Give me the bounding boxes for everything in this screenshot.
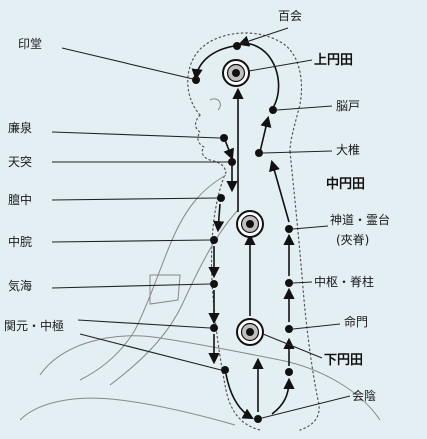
label-lianquan: 廉泉 [8,120,32,135]
head-arc-flow [237,35,280,109]
head-outline [187,32,303,153]
label-mingmen: 命門 [344,314,368,329]
front-down-2 [213,203,225,233]
zhongwan-leader [51,239,211,243]
lower-back-dot [285,368,293,376]
middle-dantian-ring [236,210,264,238]
zhongwan-dot [210,236,218,244]
shendao-leader [292,225,329,230]
lianquan-dot [220,134,228,142]
label-middle-dantian: 中円田 [326,176,365,192]
label-jiaji: (夾脊) [336,233,369,247]
point-labels: 百会 印堂 上円田 脳戸 廉泉 大椎 天突 中円田 膻中 神道・霊台 (夾脊) … [4,9,390,403]
leg-outline [19,397,236,426]
arm-outline [79,174,227,381]
face-outline [194,114,227,173]
guanyuan-leader [77,319,211,329]
naohu-leader [276,105,333,111]
label-baihui: 百会 [278,9,302,23]
label-danzhong: 膻中 [8,192,32,207]
huiyin-leader [261,395,351,419]
lower-dantian-ring [236,318,264,346]
head-front-flow [191,45,235,81]
zhongshu-leader [292,281,313,284]
danzhong-dot [217,194,225,202]
danzhong-leader [51,197,218,201]
label-qihai: 気海 [8,278,32,293]
lianquan-leader [51,131,221,139]
label-shendao-lingtai: 神道・霊台 [330,212,390,227]
thigh-outline [39,335,381,421]
zhongshu-dot [285,279,293,287]
label-lower-dantian: 下円田 [324,353,363,368]
guanyuan-dot [210,324,218,332]
label-huiyin: 会陰 [352,389,376,403]
body-silhouette [19,32,381,431]
naohu-dot [269,106,277,114]
huiyin-dot [254,415,262,423]
back-up-5 [269,159,290,223]
arm-inner [109,209,239,386]
ear-line [209,98,221,111]
front-to-huiyin [225,373,254,420]
label-yintang: 印堂 [18,37,42,51]
label-upper-dantian: 上円田 [314,53,353,68]
baihui-dot [233,42,241,50]
upper-dantian-ring [222,59,250,87]
acupoint-dots [192,42,293,423]
zhongji-dot [221,366,229,374]
nape-flow [259,115,272,153]
shendao-dot [285,225,293,233]
label-zhongwan: 中脘 [8,234,32,249]
mingmen-leader [292,323,341,330]
orbit-flow [191,35,295,420]
yintang-leader [61,47,194,80]
label-naohu: 脳戸 [336,99,360,113]
qihai-dot [210,280,218,288]
upper-dantian-leader [248,59,313,72]
label-zhongshu-jizhu: 中枢・脊柱 [314,274,374,289]
label-guanyuan-zhongji: 関元・中極 [4,318,64,333]
label-tiantu: 天突 [8,154,32,169]
leader-lines [51,27,351,419]
back-outline [289,151,320,431]
dazhui-dot [255,149,263,157]
label-dazhui: 大椎 [336,142,360,157]
mingmen-dot [285,325,293,333]
tiantu-dot [228,158,236,166]
qihai-leader [51,283,211,289]
dazhui-leader [262,150,333,154]
hand-outline [149,274,181,305]
baihui-leader [239,27,289,45]
back-up-1 [271,377,295,415]
zhongji-leader [79,333,222,371]
yintang-dot [192,76,200,84]
lianquan-tiantu-flow [223,139,234,161]
lower-dantian-leader [262,333,323,359]
